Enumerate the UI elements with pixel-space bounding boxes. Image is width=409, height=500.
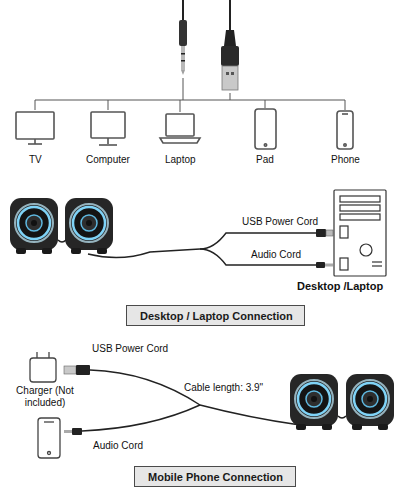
text-label: Cable length: 3.9" (183, 382, 264, 394)
text-label: Phone (330, 154, 361, 166)
banner-text: Mobile Phone Connection (148, 471, 282, 484)
section-banner: Desktop / Laptop Connection (126, 305, 305, 326)
text-label: Laptop (164, 154, 197, 166)
section-banner: Mobile Phone Connection (134, 466, 296, 487)
text-label: Audio Cord (250, 249, 302, 261)
text-label: Computer (85, 154, 131, 166)
text-label: USB Power Cord (91, 343, 169, 355)
text-label: Charger (Not included) (4, 385, 86, 409)
text-label: Desktop /Laptop (296, 280, 384, 292)
text-label: USB Power Cord (241, 216, 319, 228)
banner-text: Desktop / Laptop Connection (140, 310, 291, 323)
text-label: TV (28, 154, 43, 166)
text-label: Audio Cord (92, 440, 144, 452)
text-label: Pad (255, 154, 275, 166)
